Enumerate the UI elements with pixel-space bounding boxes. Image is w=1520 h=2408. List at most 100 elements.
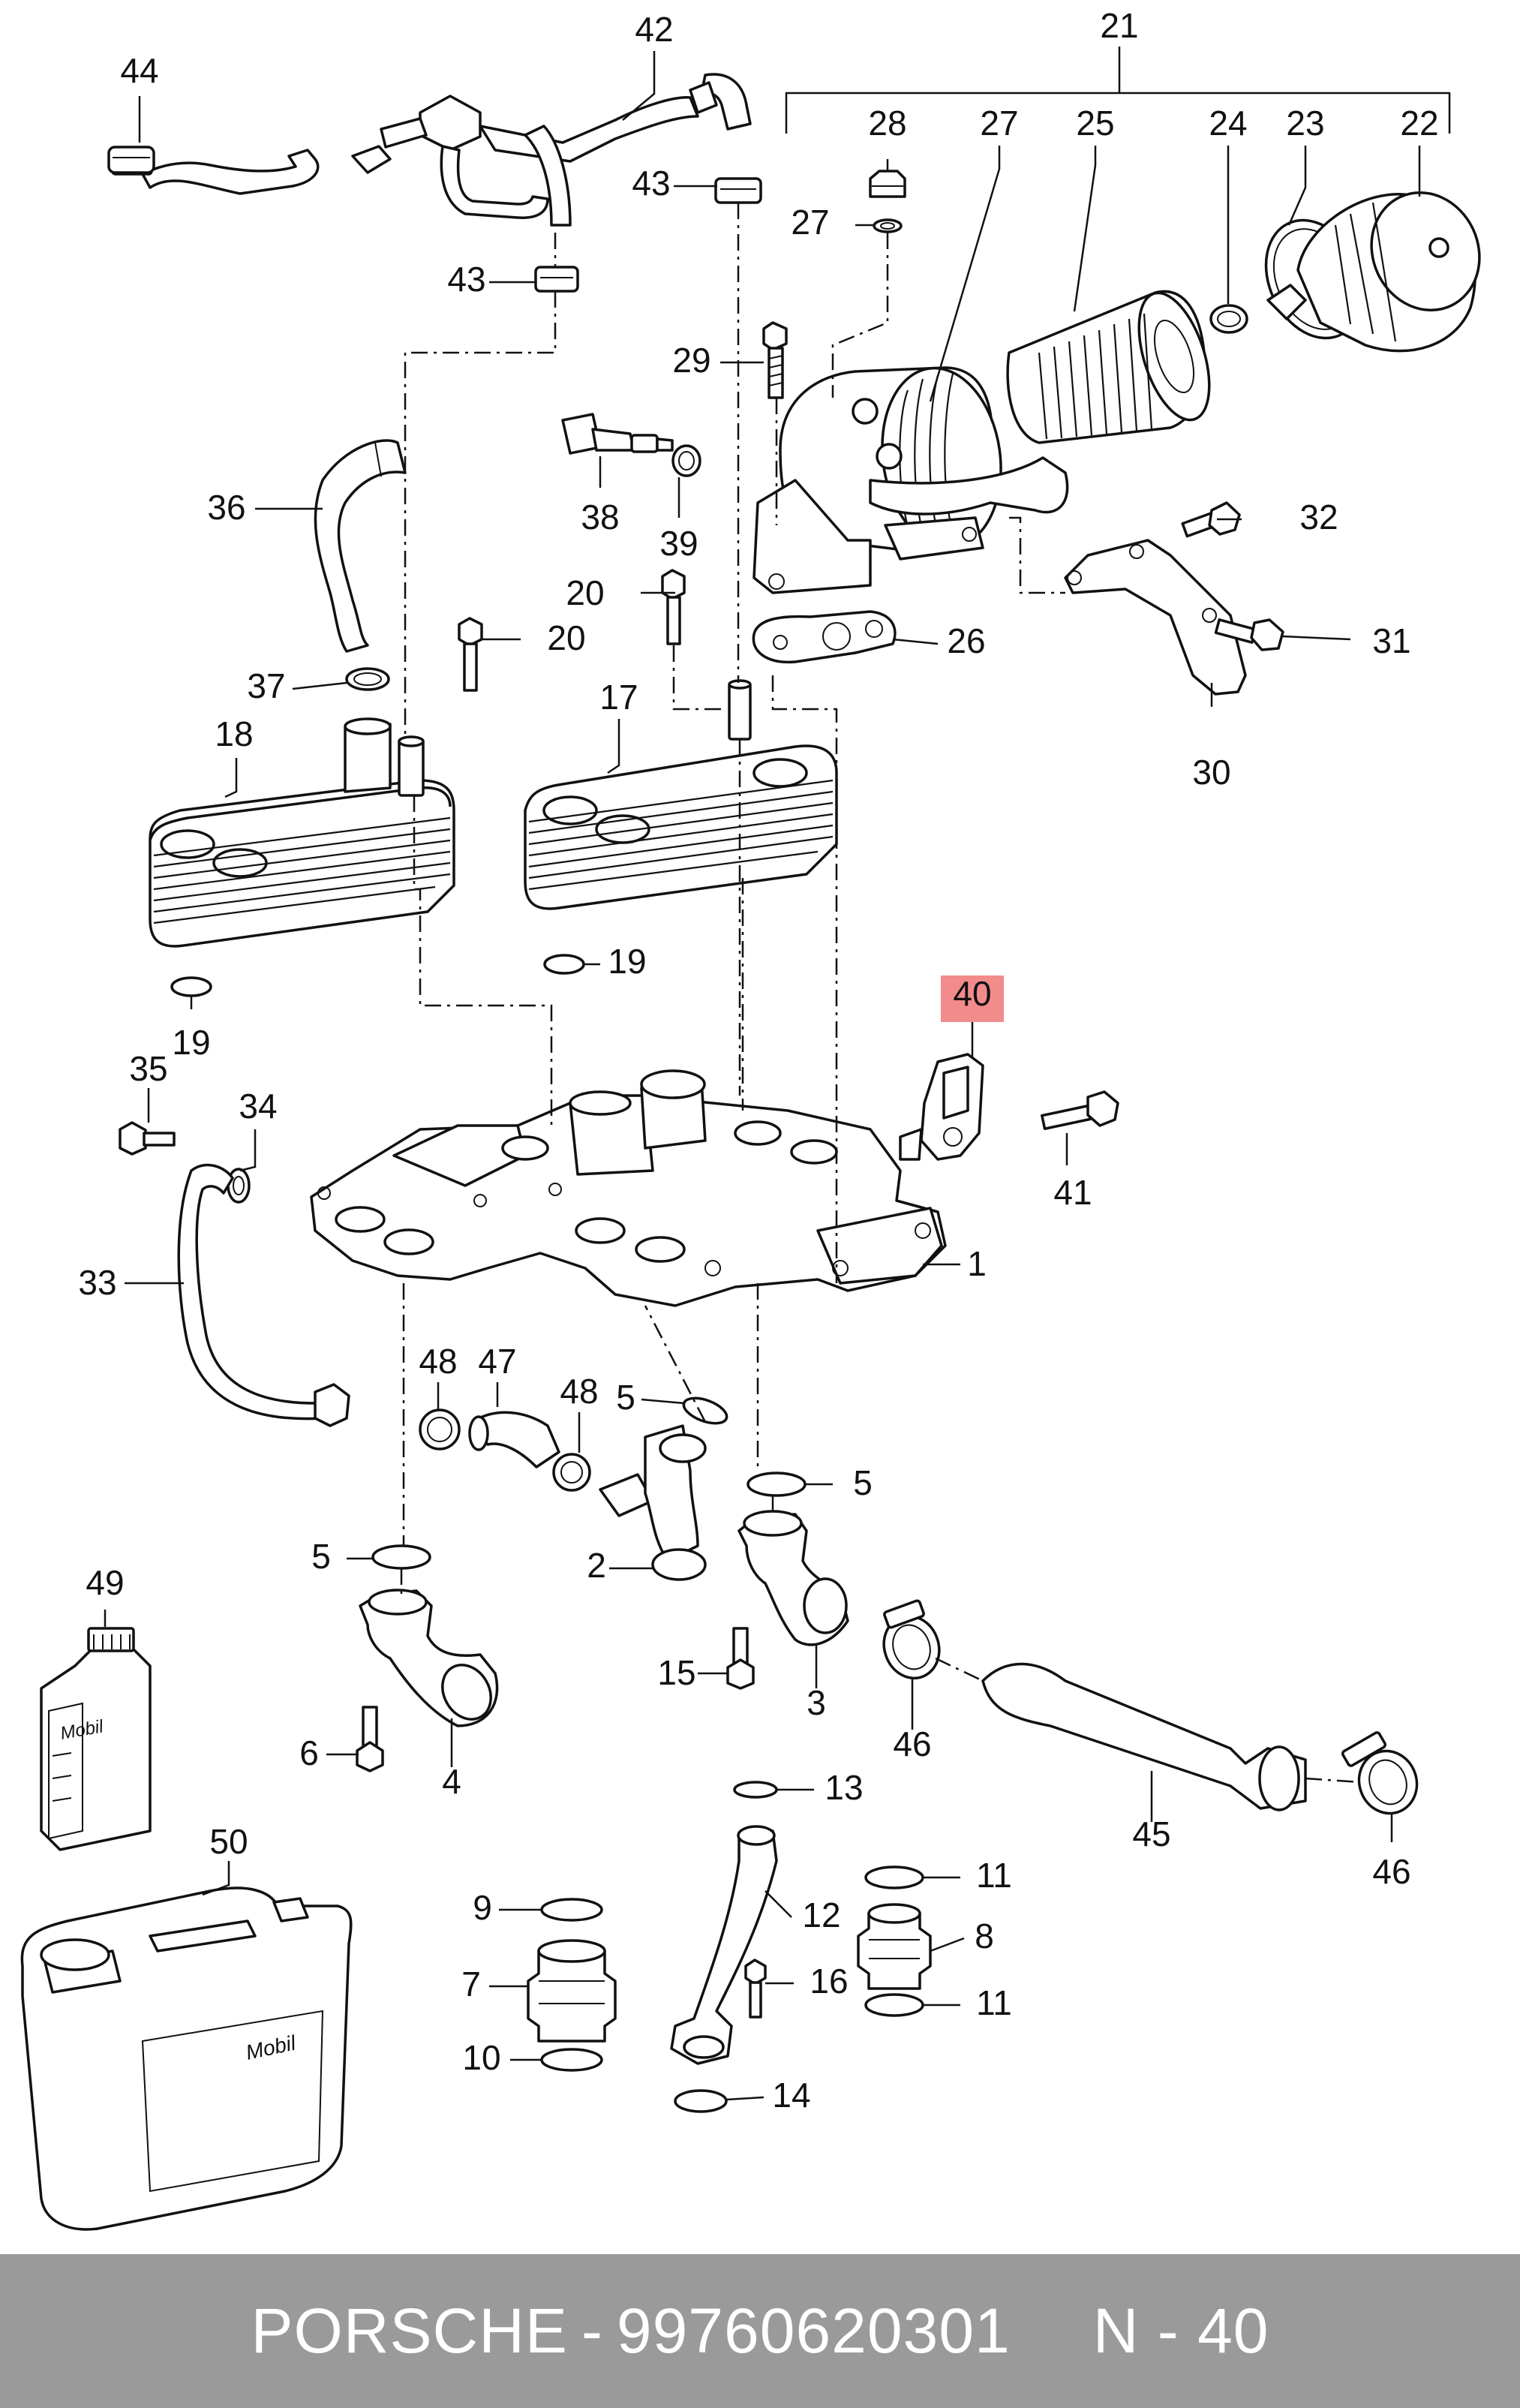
hose-47 [468,1411,560,1469]
callout-48: 48 [419,1342,457,1381]
parts-diagram: .p { fill:#ffffff; stroke:#111; stroke-w… [20,6,1481,2231]
callout-label: 38 [581,498,619,537]
callout-6: 6 [299,1733,319,1772]
o-ring-11-bottom [864,1993,924,2017]
seal-ring-27 [873,218,903,233]
callout-42: 42 [635,10,673,49]
coolant-hose-36 [314,439,407,653]
callout-7: 7 [461,1965,481,2004]
callout-3: 3 [807,1683,826,1722]
callout-label: 39 [659,524,698,563]
bolt-35 [119,1121,176,1156]
callout-label: 47 [478,1342,516,1381]
adapter-8 [857,1903,932,1990]
callout-14: 14 [772,2076,810,2115]
callout-27: 27 [791,203,829,242]
callout-33: 33 [78,1263,116,1302]
o-ring-19-left [170,976,212,997]
alignment-lines [400,203,1360,1784]
hose-clamp-48-left [419,1408,461,1451]
callout-5: 5 [311,1537,331,1576]
o-ring-5-a [682,1396,728,1425]
hose-clamp-37 [345,667,390,691]
callout-label: 29 [672,341,710,380]
callout-label: 19 [172,1023,210,1062]
callout-label: 23 [1286,104,1324,143]
o-ring-39 [671,444,701,477]
callout-18: 18 [215,714,253,753]
callout-10: 10 [462,2038,500,2077]
oil-filter-element-25 [1006,290,1211,444]
callout-29: 29 [672,341,710,380]
callout-27: 27 [980,104,1018,143]
callout-label: 2 [587,1546,606,1585]
callout-label: 36 [207,488,245,527]
callout-label: 7 [461,1965,481,2004]
callout-20: 20 [566,573,604,612]
callout-19: 19 [608,942,646,981]
oil-drain-plug-28 [869,170,906,198]
callout-47: 47 [478,1342,516,1381]
callout-label: 17 [599,678,638,717]
callout-23: 23 [1286,104,1324,143]
callout-label: 10 [462,2038,500,2077]
callout-label: 43 [632,164,670,203]
callout-label: 8 [975,1916,994,1956]
callout-13: 13 [825,1768,863,1807]
o-ring-14 [674,2089,728,2113]
footer-ref: N - 40 [1092,2295,1269,2366]
callout-label: 46 [893,1724,931,1763]
callout-label: 4 [442,1762,461,1801]
oil-cooler-17 [524,679,838,910]
o-ring-13 [733,1781,778,1799]
oil-bottle-49: Mobil [40,1627,152,1851]
o-ring-11-top [864,1865,924,1889]
callout-43: 43 [632,164,670,203]
footer-separator: - [581,2295,603,2366]
oil-canister-50: Mobil [20,1886,353,2231]
callout-label: 12 [802,1895,840,1935]
callout-label: 20 [566,573,604,612]
oil-pressure-sensor-40 [899,1053,984,1161]
sensor-38 [561,413,674,455]
callout-label: 5 [616,1378,635,1417]
footer-part-number: 99760620301 [616,2295,1011,2366]
gasket-26 [752,610,897,664]
leader-lines [104,51,1421,2101]
callout-label: 40 [953,974,991,1013]
callout-5: 5 [616,1378,635,1417]
hose-clamp-48-right [552,1453,591,1492]
callout-50: 50 [209,1822,248,1861]
callout-label: 13 [825,1768,863,1807]
o-ring-19-right [543,954,585,975]
callout-label: 50 [209,1822,248,1861]
callout-46: 46 [1372,1852,1410,1891]
callout-label: 30 [1192,753,1230,792]
callout-24: 24 [1209,104,1247,143]
hose-clamp-43-upper [714,177,762,204]
callout-label: 26 [947,621,985,660]
callout-label: 34 [239,1087,277,1126]
oil-filter-housing-base-1 [310,1069,947,1307]
callout-label: 48 [560,1372,598,1411]
callout-38: 38 [581,498,619,537]
callout-label: 15 [657,1653,695,1692]
callout-1: 1 [967,1244,987,1283]
callout-label: 9 [473,1888,492,1927]
callout-label: 22 [1400,104,1438,143]
callout-label: 16 [810,1962,848,2001]
o-ring-5-b [746,1472,807,1497]
callout-label: 27 [980,104,1018,143]
coolant-hose-45 [981,1662,1307,1811]
coolant-fitting-2 [599,1424,707,1581]
callout-label: 35 [129,1049,167,1088]
coolant-fitting-3 [737,1510,849,1646]
callout-28: 28 [868,104,906,143]
callout-39: 39 [659,524,698,563]
o-ring-9 [540,1898,603,1922]
callout-5: 5 [853,1463,873,1502]
callout-label: 1 [967,1244,987,1283]
callout-16: 16 [810,1962,848,2001]
callout-label: 43 [447,260,485,299]
